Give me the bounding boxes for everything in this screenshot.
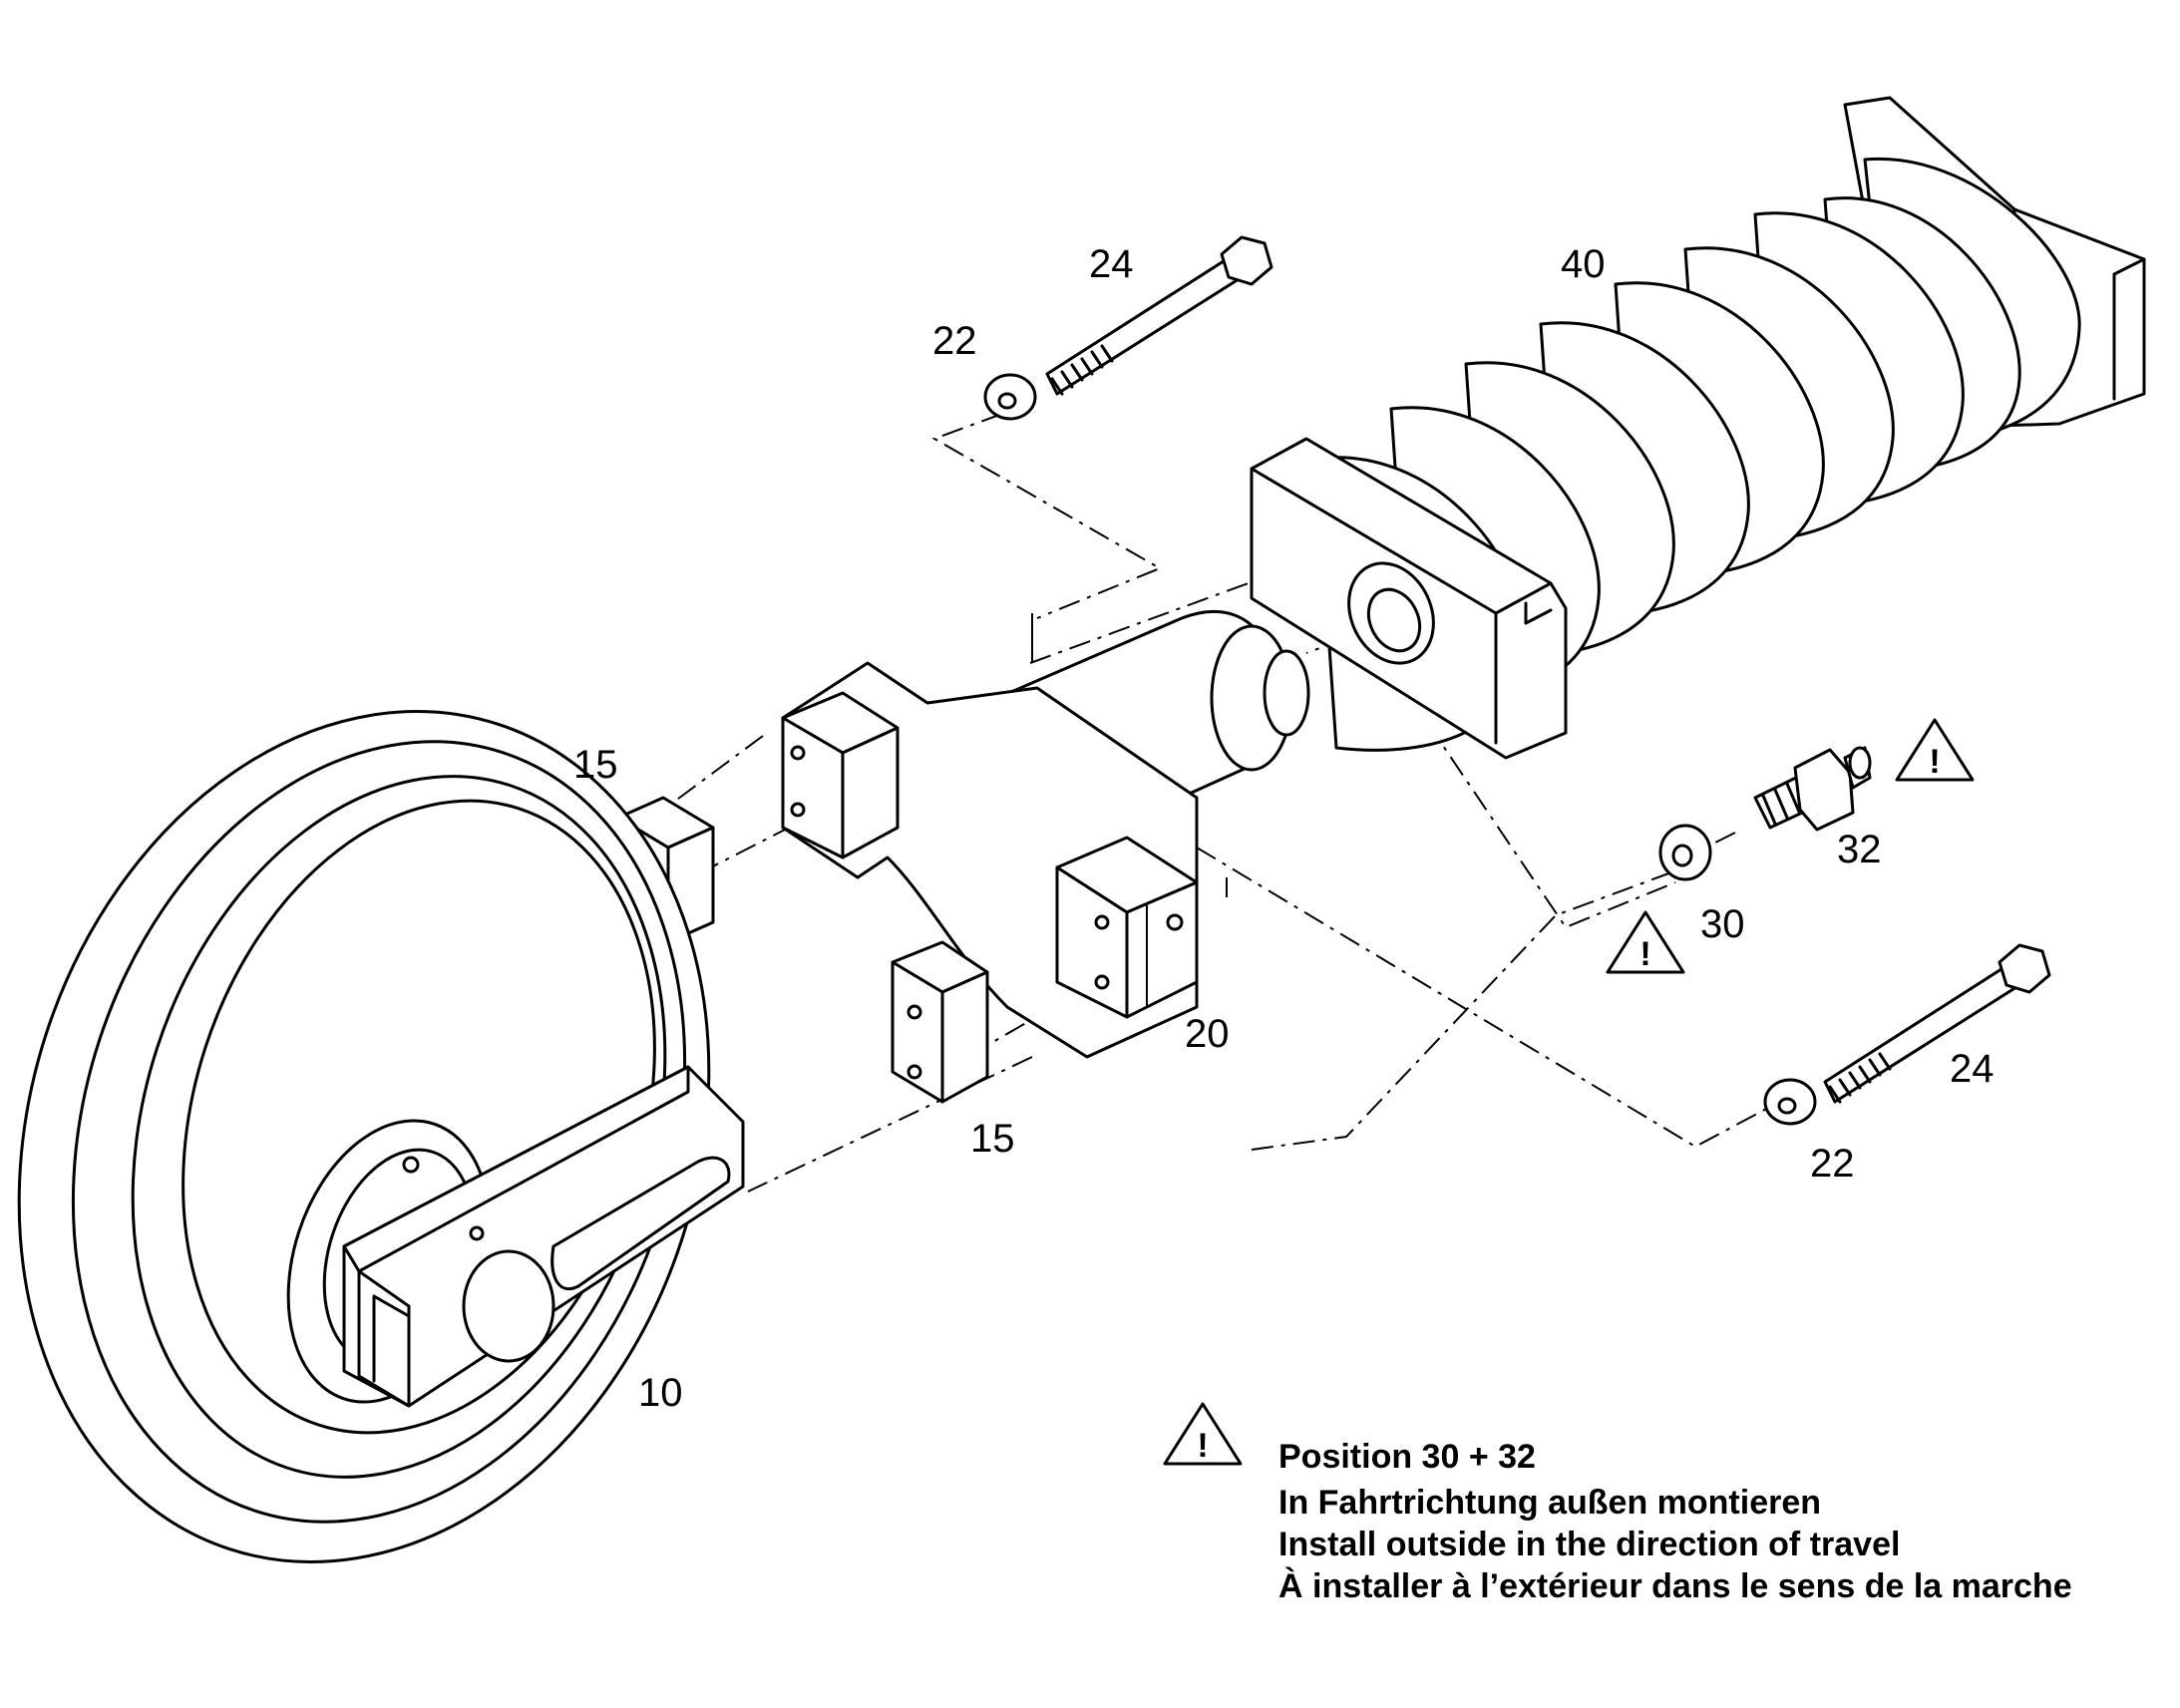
spring-assembly-part-40	[1250, 96, 2146, 760]
warning-icon: !	[1606, 910, 1685, 974]
washer-part-30	[1658, 824, 1712, 881]
callout-22: 22	[1810, 1142, 1855, 1186]
callout-30: 30	[1700, 902, 1745, 946]
warning-icon: !	[1163, 1402, 1243, 1466]
bolt-part-24-top	[1045, 235, 1273, 396]
callout-24: 24	[1089, 242, 1134, 286]
note-line-fr: À installer à l’extérieur dans le sens d…	[1278, 1567, 2072, 1605]
warning-icon: !	[1895, 718, 1975, 782]
svg-text:!: !	[1639, 935, 1650, 973]
grease-fitting-part-32	[1753, 746, 1872, 832]
installation-note: Position 30 + 32 In Fahrtrichtung außen …	[1278, 1438, 2072, 1605]
callout-15: 15	[970, 1117, 1015, 1161]
callout-32: 32	[1837, 828, 1882, 871]
note-line-en: Install outside in the direction of trav…	[1278, 1526, 1900, 1563]
svg-text:!: !	[1929, 743, 1940, 781]
spacer-block-part-15-bottom	[891, 940, 989, 1104]
bolt-part-24-bottom	[1823, 943, 2051, 1104]
note-heading: Position 30 + 32	[1278, 1438, 1536, 1476]
idler-wheel-part-10	[17, 710, 745, 1563]
washer-part-22-top	[983, 373, 1037, 421]
callout-10: 10	[638, 1371, 683, 1415]
callout-22: 22	[932, 319, 977, 363]
callout-20: 20	[1185, 1012, 1230, 1056]
note-line-de: In Fahrtrichtung außen montieren	[1278, 1484, 1821, 1522]
svg-text:!: !	[1197, 1427, 1208, 1465]
tension-fork-part-20	[781, 610, 1310, 1059]
callout-24: 24	[1950, 1047, 1995, 1091]
washer-part-22-bottom	[1763, 1078, 1817, 1126]
callout-15: 15	[573, 743, 618, 787]
callout-40: 40	[1561, 242, 1606, 286]
